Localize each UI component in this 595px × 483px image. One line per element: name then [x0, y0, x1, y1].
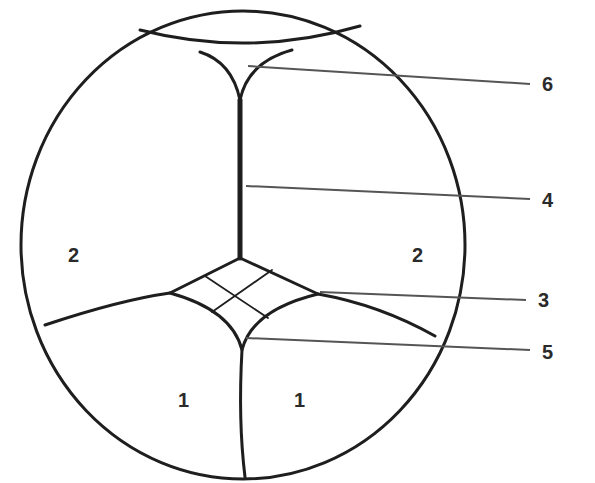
inner-suture: [205, 270, 272, 318]
sagittal-suture: [238, 100, 243, 258]
region-number: 1: [178, 390, 189, 410]
leader-line: [246, 186, 530, 199]
skull-outline: [21, 11, 465, 479]
lambdoid-suture: [45, 258, 435, 336]
leader-line: [246, 338, 530, 350]
callout-number: 3: [538, 290, 549, 310]
region-number: 2: [412, 245, 423, 265]
callout-number: 5: [542, 342, 553, 362]
leader-line: [248, 66, 530, 84]
leader-line: [320, 292, 526, 300]
anterior-fontanelle: [200, 50, 292, 100]
callout-number: 6: [542, 74, 553, 94]
coronal-suture: [140, 26, 360, 43]
region-number: 2: [68, 245, 79, 265]
occipital-suture: [241, 350, 245, 477]
callout-number: 4: [542, 190, 553, 210]
region-number: 1: [294, 390, 305, 410]
